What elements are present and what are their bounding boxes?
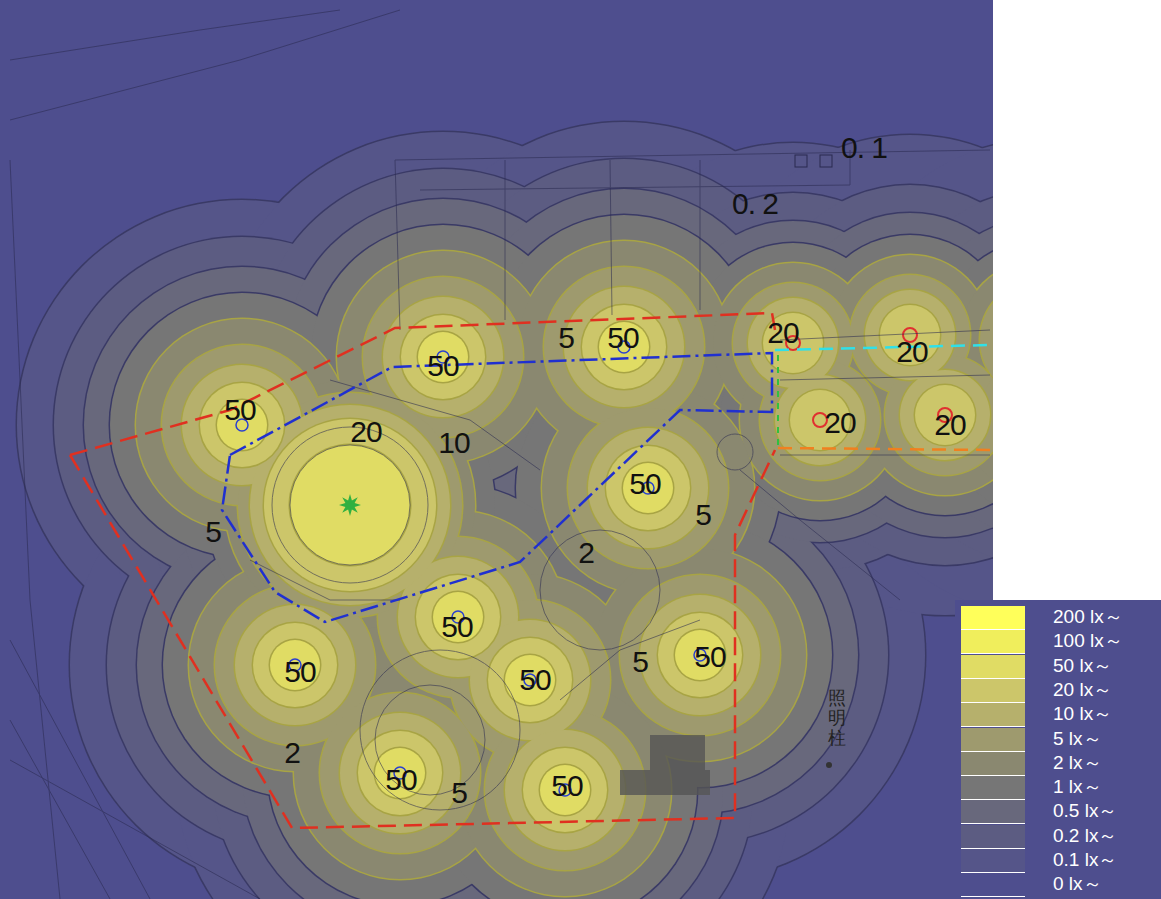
legend-text: 2 lx～ <box>1053 753 1102 772</box>
legend-swatch <box>961 728 1025 752</box>
legend-swatch <box>961 825 1025 849</box>
illuminance-value: 20 <box>896 337 927 367</box>
legend-text: 0.1 lx～ <box>1053 850 1117 869</box>
legend-row: 0.1 lx～ <box>961 849 1157 873</box>
legend-row: 20 lx～ <box>961 679 1157 703</box>
contour-level <box>216 321 727 817</box>
legend-text: 10 lx～ <box>1053 704 1112 723</box>
illuminance-value: 50 <box>551 771 582 801</box>
legend-row: 0.5 lx～ <box>961 800 1157 824</box>
illuminance-value: 0. 1 <box>841 133 887 163</box>
contour-level <box>135 240 1122 898</box>
legend-row: 50 lx～ <box>961 655 1157 679</box>
illuminance-value: 20 <box>350 417 381 447</box>
legend-row: 10 lx～ <box>961 703 1157 727</box>
legend-text: 5 lx～ <box>1053 729 1102 748</box>
illuminance-value: 50 <box>385 765 416 795</box>
illuminance-value: 2 <box>284 738 300 768</box>
legend-row: 100 lx～ <box>961 630 1157 654</box>
contour-level <box>16 121 1161 899</box>
legend-row: 0 lx～ <box>961 873 1157 897</box>
illuminance-value: 2 <box>578 538 594 568</box>
illuminance-value: 5 <box>451 778 467 808</box>
illuminance-value: 50 <box>694 642 725 672</box>
legend-swatch <box>961 752 1025 776</box>
floodlight-symbol <box>339 494 361 516</box>
illuminance-value: 10 <box>438 428 469 458</box>
legend-text: 0.5 lx～ <box>1053 801 1117 820</box>
illuminance-value: 50 <box>427 351 458 381</box>
legend-swatch <box>961 849 1025 873</box>
illuminance-value: 50 <box>629 469 660 499</box>
legend-text: 1 lx～ <box>1053 777 1102 796</box>
illuminance-value: 50 <box>284 657 315 687</box>
legend-row: 2 lx～ <box>961 752 1157 776</box>
illuminance-value: 5 <box>695 500 711 530</box>
legend-swatch <box>961 703 1025 727</box>
illuminance-value: 20 <box>934 410 965 440</box>
legend-swatch <box>961 655 1025 679</box>
legend-swatch <box>961 606 1025 630</box>
legend-row: 200 lx～ <box>961 606 1157 630</box>
contour-level <box>199 304 1072 834</box>
legend-text: 0.2 lx～ <box>1053 826 1117 845</box>
illuminance-value: 5 <box>205 517 221 547</box>
illuminance-value: 50 <box>607 323 638 353</box>
illuminance-value: 0. 2 <box>732 189 778 219</box>
contour-level <box>109 214 1142 899</box>
illuminance-value: 50 <box>519 665 550 695</box>
contour-level <box>161 266 1102 872</box>
legend-row: 0.2 lx～ <box>961 825 1157 849</box>
legend-row: 1 lx～ <box>961 776 1157 800</box>
legend-text: 50 lx～ <box>1053 656 1112 675</box>
legend-swatch <box>961 800 1025 824</box>
legend-text: 100 lx～ <box>1053 631 1123 650</box>
legend-swatch <box>961 630 1025 654</box>
pole-note: 照明柱 <box>828 688 846 747</box>
illuminance-value: 50 <box>441 612 472 642</box>
legend-swatch <box>961 873 1025 897</box>
legend-text: 20 lx～ <box>1053 680 1112 699</box>
legend-swatch <box>961 776 1025 800</box>
legend-text: 0 lx～ <box>1053 874 1102 893</box>
illuminance-value: 5 <box>558 323 574 353</box>
legend-row: 5 lx～ <box>961 728 1157 752</box>
illuminance-value: 50 <box>224 395 255 425</box>
contour-level <box>181 286 1087 852</box>
legend-text: 200 lx～ <box>1053 607 1123 626</box>
legend-panel: 200 lx～ 100 lx～ 50 lx～ 20 lx～ 10 lx～ 5 lx～ 2 l… <box>955 600 1161 899</box>
legend-swatch <box>961 679 1025 703</box>
illuminance-value: 20 <box>767 318 798 348</box>
illuminance-value: 5 <box>632 647 648 677</box>
illuminance-value: 20 <box>824 408 855 438</box>
